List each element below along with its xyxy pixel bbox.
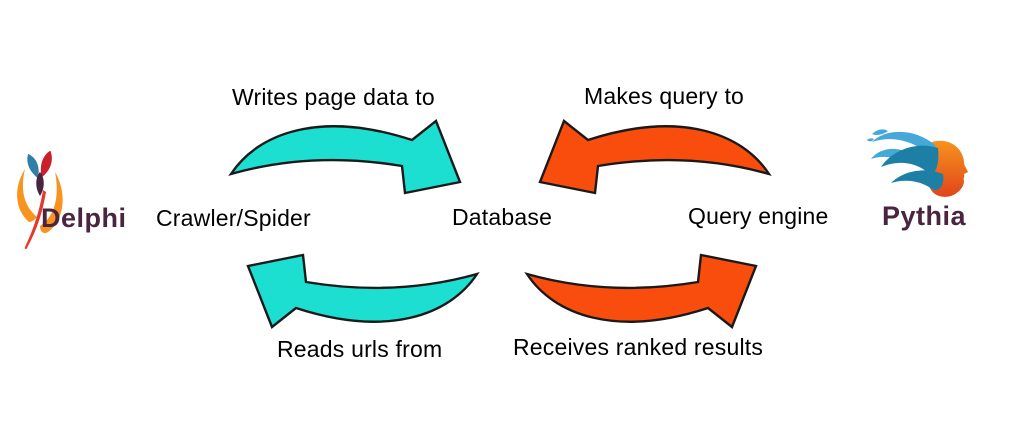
arrow-receives-results	[525, 253, 758, 329]
pythia-wordmark: Pythia	[882, 201, 967, 231]
pythia-face-icon	[867, 129, 968, 197]
arrow-makes-query	[538, 119, 771, 195]
node-crawler-spider: Crawler/Spider	[156, 205, 311, 231]
label-receives-results: Receives ranked results	[513, 334, 764, 360]
label-writes-page-data: Writes page data to	[232, 84, 435, 110]
arrow-reads-urls	[246, 253, 479, 329]
label-makes-query: Makes query to	[584, 83, 745, 109]
label-reads-urls: Reads urls from	[277, 336, 443, 362]
delphi-flame-icon	[17, 150, 63, 250]
node-database: Database	[452, 204, 553, 230]
delphi-wordmark: Delphi	[41, 203, 127, 233]
arrow-writes-page-data	[229, 119, 462, 195]
node-query-engine: Query engine	[688, 203, 829, 229]
